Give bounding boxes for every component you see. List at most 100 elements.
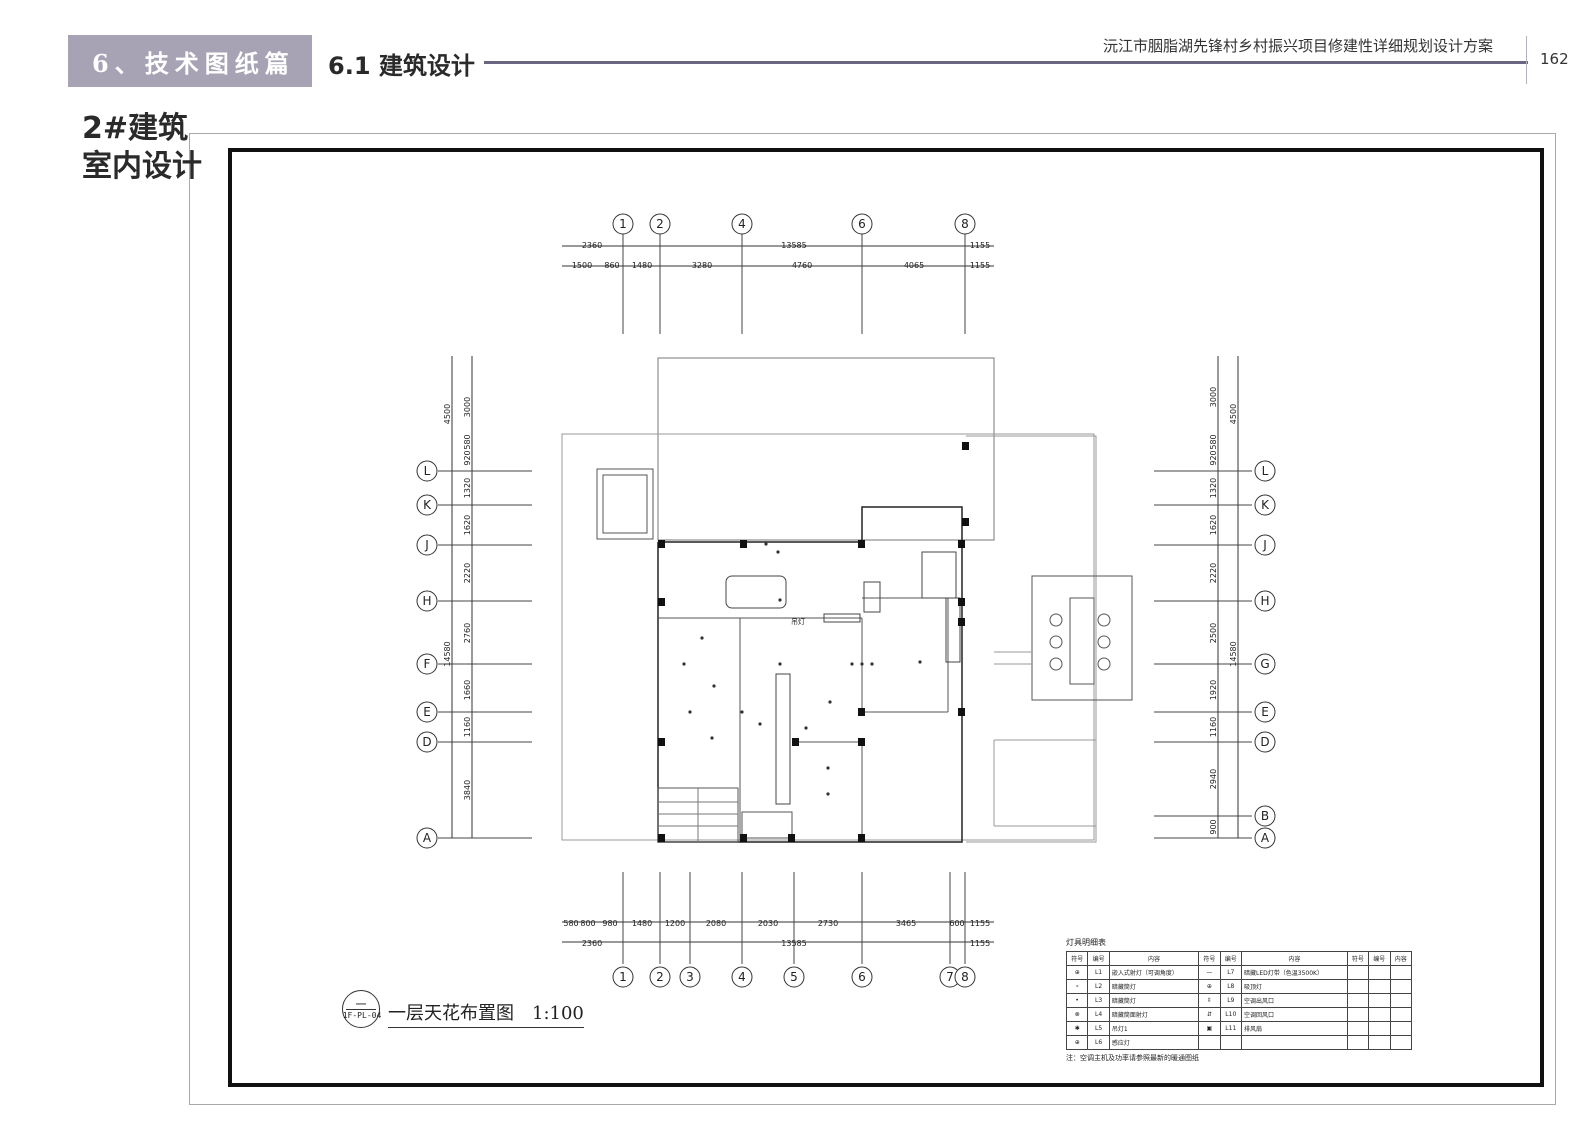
axis-top-8-bubble bbox=[954, 213, 976, 235]
axis-bottom-1-label: 1 bbox=[619, 970, 627, 984]
legend-symbol-icon: ⊕ bbox=[1065, 1035, 1089, 1050]
legend-header-2: 内容 bbox=[1108, 951, 1200, 966]
legend-cell: L10 bbox=[1219, 1007, 1243, 1022]
legend-cell bbox=[1389, 993, 1412, 1008]
legend-header-7: 编号 bbox=[1368, 951, 1391, 966]
legend-symbol-icon: ⇵ bbox=[1198, 1007, 1221, 1022]
dim-right-detail-10: 900 bbox=[1209, 819, 1218, 834]
dim-top-detail-0: 1500 bbox=[572, 261, 592, 270]
axis-right-H-bubble bbox=[1254, 590, 1276, 612]
axis-bottom-1-bubble bbox=[612, 966, 634, 988]
dim-top-total-1: 13585 bbox=[781, 241, 806, 250]
dim-bottom-total-2: 1155 bbox=[970, 939, 990, 948]
legend-cell bbox=[1389, 1007, 1412, 1022]
legend-cell: L2 bbox=[1087, 979, 1110, 994]
plan-title: 一层天花布置图 1:100 bbox=[388, 999, 584, 1028]
legend-header-3: 符号 bbox=[1198, 951, 1221, 966]
axis-top-2-label: 2 bbox=[656, 217, 664, 231]
page-number: 162 bbox=[1540, 50, 1569, 68]
dim-top-detail-1: 860 bbox=[604, 261, 619, 270]
axis-right-B-bubble bbox=[1254, 805, 1276, 827]
header-divider bbox=[1526, 36, 1527, 84]
axis-left-D-label: D bbox=[422, 735, 431, 749]
dim-bottom-detail-6: 2030 bbox=[758, 919, 778, 928]
dim-left-detail-5: 2220 bbox=[463, 563, 472, 583]
dining-table-area bbox=[1031, 575, 1133, 701]
axis-bottom-6-label: 6 bbox=[858, 970, 866, 984]
legend-cell: 空调出风口 bbox=[1241, 993, 1348, 1008]
dim-right-total-0: 4500 bbox=[1229, 404, 1238, 424]
dim-left-detail-8: 1160 bbox=[463, 717, 472, 737]
dim-right-total-1: 14580 bbox=[1229, 641, 1238, 666]
legend-cell: 嵌入式射灯（可调角度） bbox=[1108, 965, 1200, 980]
skylight-box bbox=[596, 468, 654, 540]
axis-left-E-label: E bbox=[423, 705, 431, 719]
dim-right-detail-9: 2940 bbox=[1209, 769, 1218, 789]
axis-right-B-label: B bbox=[1261, 809, 1269, 823]
legend-cell: L9 bbox=[1219, 993, 1243, 1008]
legend-cell: L11 bbox=[1219, 1021, 1243, 1036]
legend-symbol-icon: ∘ bbox=[1065, 979, 1089, 994]
axis-top-1-label: 1 bbox=[619, 217, 627, 231]
dim-right-detail-1: 580 bbox=[1209, 434, 1218, 449]
axis-bottom-5-bubble bbox=[783, 966, 805, 988]
building-wall-outline bbox=[657, 506, 963, 843]
axis-right-J-bubble bbox=[1254, 534, 1276, 556]
legend-cell: L5 bbox=[1087, 1021, 1110, 1036]
axis-right-D-bubble bbox=[1254, 731, 1276, 753]
axis-left-K-label: K bbox=[423, 498, 432, 512]
legend-cell bbox=[1346, 965, 1370, 980]
legend-cell bbox=[1219, 1035, 1243, 1050]
legend-cell: 感应灯 bbox=[1108, 1035, 1200, 1050]
axis-bottom-8-label: 8 bbox=[961, 970, 969, 984]
legend-header-5: 内容 bbox=[1241, 951, 1348, 966]
building-title: 2#建筑 室内设计 bbox=[82, 110, 202, 186]
axis-bottom-4-label: 4 bbox=[738, 970, 746, 984]
dim-top-total-0: 2360 bbox=[582, 241, 602, 250]
axis-left-A-label: A bbox=[423, 831, 432, 845]
legend-symbol-icon: ⇳ bbox=[1198, 993, 1221, 1008]
building-title-line2: 室内设计 bbox=[82, 149, 202, 184]
legend-header-4: 编号 bbox=[1219, 951, 1243, 966]
axis-left-H-bubble bbox=[416, 590, 438, 612]
dim-bottom-total-0: 2360 bbox=[582, 939, 602, 948]
plan-caption: 一 1F-PL-04 一层天花布置图 1:100 bbox=[342, 990, 584, 1028]
axis-right-D-label: D bbox=[1260, 735, 1269, 749]
ceiling-lights bbox=[682, 542, 922, 796]
axis-top-8-label: 8 bbox=[961, 217, 969, 231]
dim-left-detail-6: 2760 bbox=[463, 623, 472, 643]
header-rule bbox=[484, 61, 1528, 64]
site-outline bbox=[561, 433, 1095, 841]
axis-left-E-bubble bbox=[416, 701, 438, 723]
legend-symbol-icon: — bbox=[1198, 965, 1221, 980]
legend-symbol-icon: ▣ bbox=[1198, 1021, 1221, 1036]
axis-top-1-bubble bbox=[612, 213, 634, 235]
dim-left-detail-1: 580 bbox=[463, 434, 472, 449]
roof-terrace-outline bbox=[657, 357, 995, 541]
axis-right-L-label: L bbox=[1262, 464, 1269, 478]
dim-bottom-detail-2: 980 bbox=[602, 919, 617, 928]
axis-bottom-7-label: 7 bbox=[946, 970, 954, 984]
dim-bottom-detail-7: 2730 bbox=[818, 919, 838, 928]
dim-top-detail-4: 4760 bbox=[792, 261, 812, 270]
legend-cell: 暗藏LED灯带（色温3500K） bbox=[1241, 965, 1348, 980]
legend-symbol-icon: ⊗ bbox=[1065, 1007, 1089, 1022]
legend-header-8: 内容 bbox=[1389, 951, 1412, 966]
axis-left-J-bubble bbox=[416, 534, 438, 556]
legend-cell: 暗藏筒灯 bbox=[1108, 979, 1200, 994]
legend-cell: L3 bbox=[1087, 993, 1110, 1008]
dim-right-detail-8: 1160 bbox=[1209, 717, 1218, 737]
structural-columns bbox=[658, 442, 969, 842]
axis-right-A-bubble bbox=[1254, 827, 1276, 849]
dim-left-total-0: 4500 bbox=[443, 404, 452, 424]
axis-bottom-5-label: 5 bbox=[790, 970, 798, 984]
axis-bottom-2-label: 2 bbox=[656, 970, 664, 984]
axis-top-4-bubble bbox=[731, 213, 753, 235]
dim-top-total-2: 1155 bbox=[970, 241, 990, 250]
axis-left-L-label: L bbox=[424, 464, 431, 478]
legend-note: 注：空调主机及功率请参照最新的暖通图纸 bbox=[1066, 1054, 1199, 1062]
dim-top-detail-3: 3280 bbox=[692, 261, 712, 270]
